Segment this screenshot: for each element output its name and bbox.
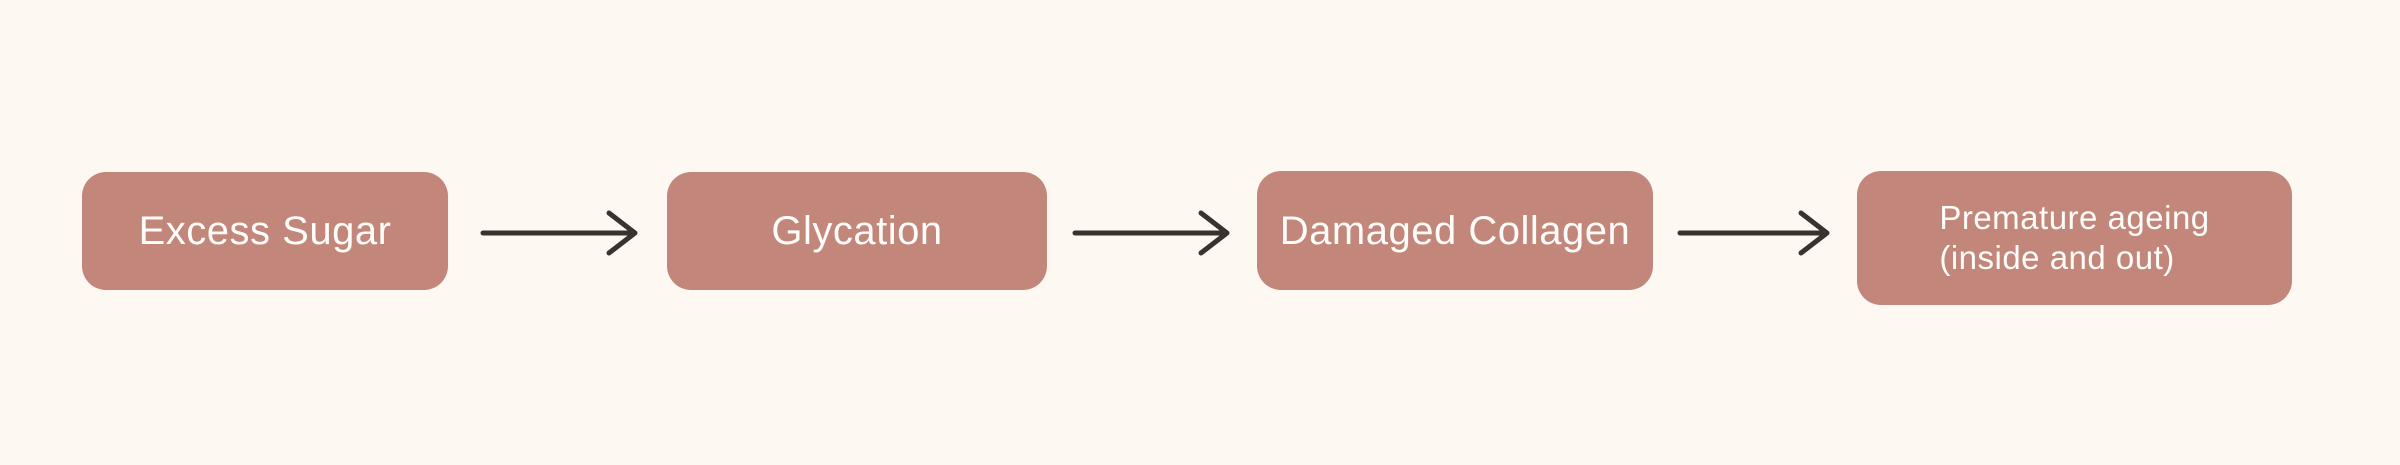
node-label: Glycation	[771, 209, 943, 253]
node-damaged-collagen: Damaged Collagen	[1257, 171, 1653, 290]
right-arrow-icon	[1677, 205, 1832, 261]
right-arrow-icon	[1072, 205, 1232, 261]
node-label-line-2: (inside and out)	[1939, 239, 2175, 276]
node-label: Damaged Collagen	[1279, 208, 1631, 253]
node-label: Premature ageing (inside and out)	[1939, 198, 2209, 278]
node-label: Excess Sugar	[138, 209, 392, 253]
node-label-line-1: Premature ageing	[1939, 199, 2210, 236]
right-arrow-icon	[480, 205, 640, 261]
node-excess-sugar: Excess Sugar	[82, 172, 448, 290]
node-premature-ageing: Premature ageing (inside and out)	[1857, 171, 2292, 305]
node-glycation: Glycation	[667, 172, 1047, 290]
